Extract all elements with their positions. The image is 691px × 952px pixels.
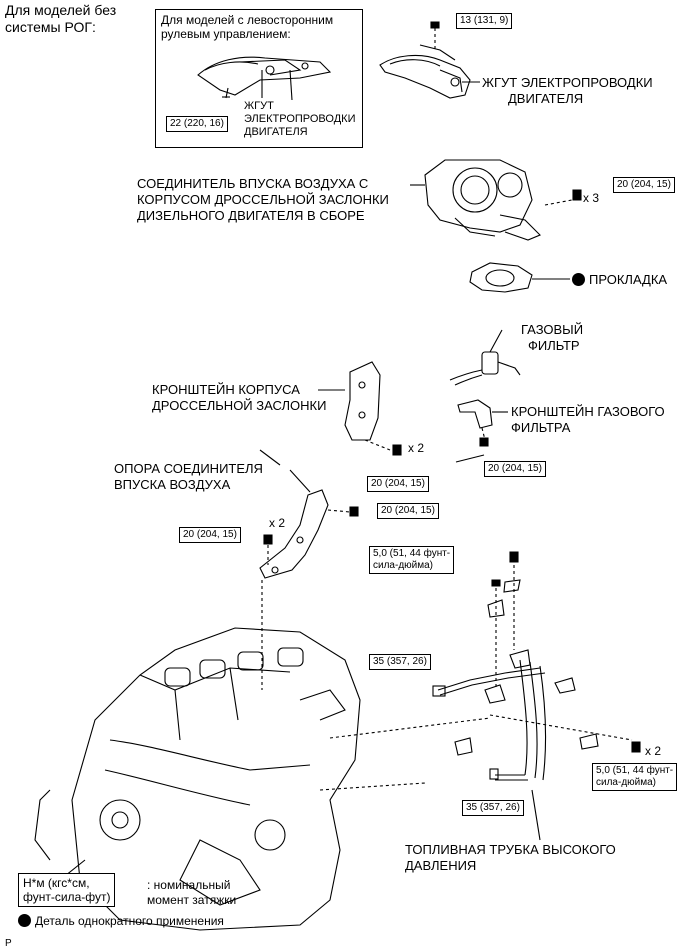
fuel-pipe-torque-right: 5,0 (51, 44 фунт- сила-дюйма) (592, 763, 678, 791)
legend-unit-box: Н*м (кгс*см, фунт-сила-фут) (18, 873, 116, 907)
filter-bracket-label-1: КРОНШТЕЙН ГАЗОВОГО (511, 404, 665, 419)
engine-harness-drawing (379, 21, 480, 99)
gasket-label: ПРОКЛАДКА (572, 272, 667, 288)
one-time-use-marker-icon (572, 273, 585, 286)
legend-one-time: Деталь однократного применения (18, 913, 224, 929)
inset-torque-box: 22 (220, 16) (166, 116, 228, 132)
harness-torque-box: 13 (131, 9) (456, 13, 513, 29)
lhd-inset-panel (155, 9, 363, 148)
throttle-label-2: КОРПУСОМ ДРОССЕЛЬНОЙ ЗАСЛОНКИ (137, 192, 389, 207)
fuel-pipe-torque-top-line-2: сила-дюйма) (373, 560, 433, 571)
throttle-qty: x 3 (583, 191, 600, 205)
inset-title-2: рулевым управлением: (161, 27, 291, 41)
inset-harness-label-3: ДВИГАТЕЛЯ (244, 126, 308, 138)
one-time-use-legend-icon (18, 914, 31, 927)
inset-harness-drawing (197, 56, 332, 101)
filter-bracket-label-2: ФИЛЬТРА (511, 420, 571, 435)
fuel-pipe-torque-right-line-2: сила-дюйма) (596, 777, 656, 788)
filter-bracket-torque-box: 20 (204, 15) (484, 461, 546, 477)
gasket-drawing (469, 262, 570, 293)
harness-label-1: ЖГУТ ЭЛЕКТРОПРОВОДКИ (482, 75, 653, 90)
intake-support-torque-b: 20 (204, 15) (179, 527, 241, 543)
harness-label-2: ДВИГАТЕЛЯ (508, 91, 584, 106)
throttle-body-drawing (410, 159, 582, 241)
fuel-pipe-torque-top: 5,0 (51, 44 фунт- сила-дюйма) (369, 546, 455, 574)
footer-code: P (5, 938, 12, 949)
throttle-bracket-label-2: ДРОССЕЛЬНОЙ ЗАСЛОНКИ (152, 398, 327, 413)
legend-unit-desc-2: момент затяжки (147, 893, 237, 907)
fuel-pipe-torque-right-line-1: 5,0 (51, 44 фунт- (596, 765, 674, 776)
intake-support-torque-a: 20 (204, 15) (377, 503, 439, 519)
legend-unit-desc-1: : номинальный (147, 878, 231, 892)
legend-unit-line-2: фунт-сила-фут) (23, 890, 111, 904)
filter-bracket-drawing (457, 399, 508, 447)
header-line-1: Для моделей без (5, 2, 117, 18)
header-line-2: системы РОГ: (5, 19, 96, 35)
throttle-bracket-drawing (318, 361, 402, 456)
legend-unit-line-1: Н*м (кгс*см, (23, 876, 90, 890)
gas-filter-drawing (449, 329, 521, 386)
gas-filter-label-2: ФИЛЬТР (528, 338, 580, 353)
fuel-pipe-torque-bottom: 35 (357, 26) (462, 800, 524, 816)
gas-filter-label-1: ГАЗОВЫЙ (521, 322, 584, 337)
throttle-bracket-qty: x 2 (408, 441, 425, 455)
intake-support-qty: x 2 (269, 516, 286, 530)
throttle-bracket-torque-box: 20 (204, 15) (367, 476, 429, 492)
fuel-pipe-torque-top-line-1: 5,0 (51, 44 фунт- (373, 548, 451, 559)
intake-support-drawing (259, 469, 359, 690)
fuel-pipe-qty: x 2 (645, 744, 662, 758)
fuel-pipe-label-2: ДАВЛЕНИЯ (405, 858, 477, 873)
fuel-pipe-label-1: ТОПЛИВНАЯ ТРУБКА ВЫСОКОГО (405, 842, 616, 857)
throttle-bracket-label-1: КРОНШТЕЙН КОРПУСА (152, 382, 300, 397)
throttle-label-1: СОЕДИНИТЕЛЬ ВПУСКА ВОЗДУХА С (137, 176, 369, 191)
inset-title-1: Для моделей с левосторонним (161, 13, 334, 27)
inset-harness-label-2: ЭЛЕКТРОПРОВОДКИ (244, 113, 356, 125)
inset-harness-label-1: ЖГУТ (244, 100, 274, 112)
throttle-label-3: ДИЗЕЛЬНОГО ДВИГАТЕЛЯ В СБОРЕ (137, 208, 365, 223)
intake-support-label-2: ВПУСКА ВОЗДУХА (114, 477, 231, 492)
fuel-pipe-drawing (432, 551, 641, 841)
throttle-torque-box: 20 (204, 15) (613, 177, 675, 193)
intake-support-label-1: ОПОРА СОЕДИНИТЕЛЯ (114, 461, 263, 476)
fuel-pipe-torque-left: 35 (357, 26) (369, 654, 431, 670)
